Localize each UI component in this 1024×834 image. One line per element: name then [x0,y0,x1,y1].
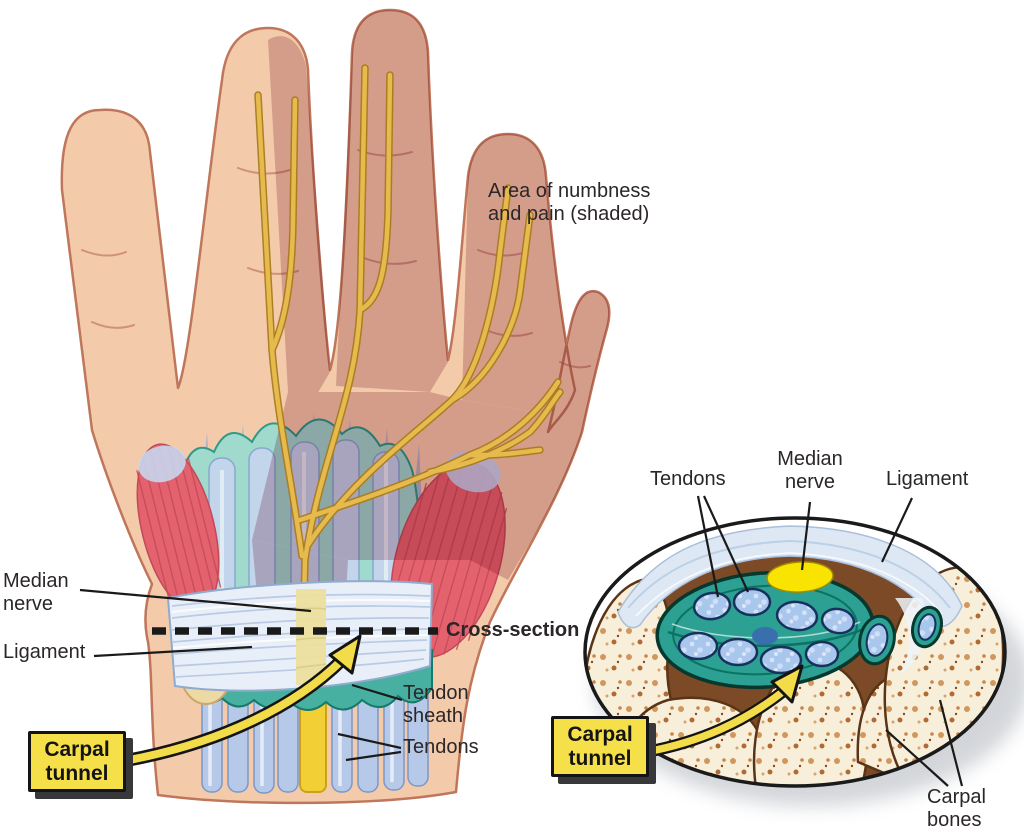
label-tendon-sheath: Tendon sheath [403,682,469,728]
hypothenar-muscle [136,443,222,613]
median-nerve-branches [254,64,564,604]
inset-outline [583,516,1007,788]
tendon-bundle-cross-section [655,561,943,690]
label-carpal-bones: Carpal bones [927,786,986,832]
carpal-tunnel-arrow-left [111,634,362,769]
separate-tendon-sheaths [858,605,943,666]
hand-leader-lines [79,588,403,762]
label-tendons-inset: Tendons [650,468,726,490]
tendons-cross-section [677,587,856,675]
median-nerve-under-ligament [296,589,326,685]
annotation-numbness-area: Area of numbness and pain (shaded) [488,180,651,226]
cross-section-inset [583,495,1024,806]
label-median-nerve-inset: Median nerve [777,448,843,494]
carpal-tunnel-arrow-right [640,664,804,758]
label-tendons-hand: Tendons [403,736,479,758]
label-box-carpal-tunnel-inset: Carpal tunnel [551,716,649,778]
label-ligament-hand: Ligament [3,641,86,663]
inset-ligament-band [617,525,963,674]
flexor-retinaculum-band [166,580,434,692]
inset-leader-lines [696,495,964,787]
label-box-carpal-tunnel-hand: Carpal tunnel [28,731,126,793]
label-ligament-inset: Ligament [886,468,969,490]
hand-illustration [60,8,611,805]
label-cross-section: Cross-section [446,619,580,641]
median-nerve-cross-section [766,561,834,593]
label-median-nerve-hand: Median nerve [3,570,69,616]
